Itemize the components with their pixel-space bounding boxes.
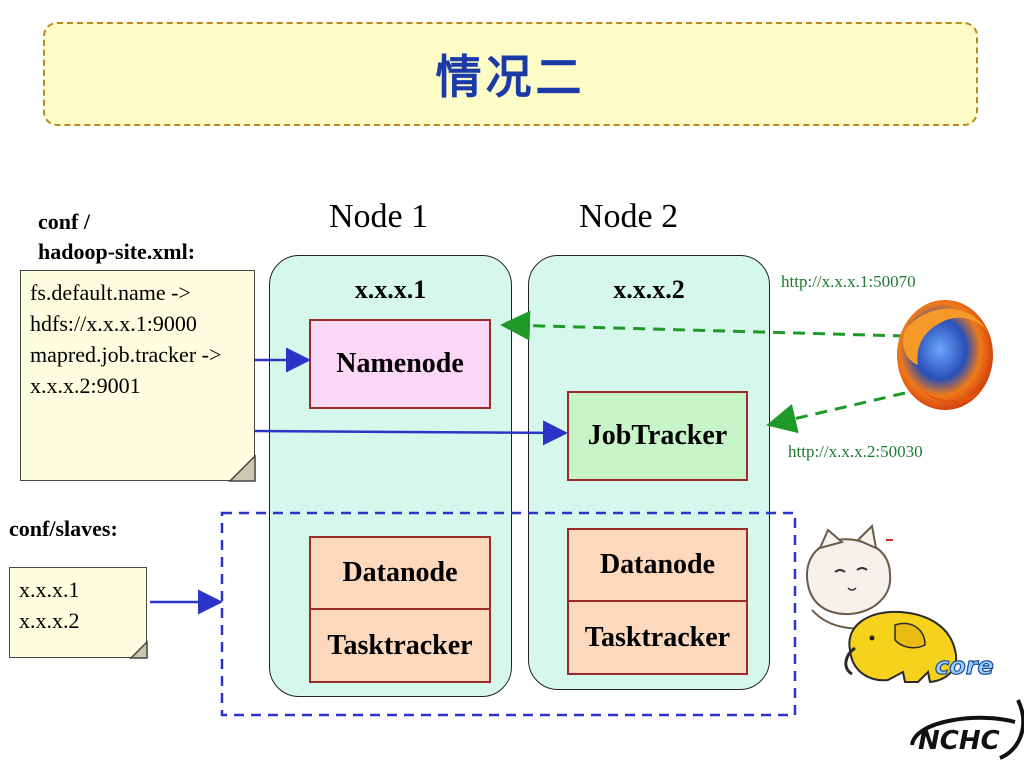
page-title: 情况二 [435,50,586,104]
slaves-note-fold [129,640,148,659]
config-note-fold [228,454,256,482]
node2-ip: x.x.x.2 [613,275,685,304]
node2-datanode-box: Datanode [567,528,748,602]
config-file-label-line1: conf / [38,209,90,234]
nchc-logo-text: NCHC [918,726,1000,756]
node1-tasktracker-box: Tasktracker [309,608,491,683]
slaves-file-label: conf/slaves: [9,516,118,541]
config-line: fs.default.name -> [30,280,191,305]
jobtracker-box: JobTracker [567,391,748,481]
node1-title: Node 1 [329,198,429,235]
hadoop-core-text: core [935,652,994,680]
cat-icon [805,523,893,630]
config-file-note: fs.default.name -> hdfs://x.x.x.1:9000 m… [20,270,255,481]
slave-host: x.x.x.1 [19,577,80,602]
node2-title: Node 2 [579,198,679,235]
nchc-logo: NCHC [910,699,1024,760]
config-line: hdfs://x.x.x.1:9000 [30,311,197,336]
jobtracker-web-url[interactable]: http://x.x.x.2:50030 [788,442,923,461]
arrow-browser-to-jobtracker [766,391,906,434]
node2-tasktracker-box: Tasktracker [567,600,748,675]
config-line: x.x.x.2:9001 [30,373,141,398]
arrow-browser-to-namenode [500,310,906,341]
namenode-web-url[interactable]: http://x.x.x.1:50070 [781,272,916,291]
slave-host: x.x.x.2 [19,608,80,633]
browser-icon [897,300,993,410]
config-line: mapred.job.tracker -> [30,342,222,367]
slaves-file-note: x.x.x.1 x.x.x.2 [9,567,147,658]
node1-ip: x.x.x.1 [354,275,427,304]
hadoop-elephant-icon [844,610,958,684]
namenode-box: Namenode [309,319,491,409]
config-file-label-line2: hadoop-site.xml: [38,239,196,264]
worker-group-border [220,511,797,717]
config-file-label: conf / hadoop-site.xml: [38,207,195,267]
node1-datanode-box: Datanode [309,536,491,610]
title-banner: 情况二 [43,22,978,126]
arrow-config-to-jobtracker [254,420,568,446]
